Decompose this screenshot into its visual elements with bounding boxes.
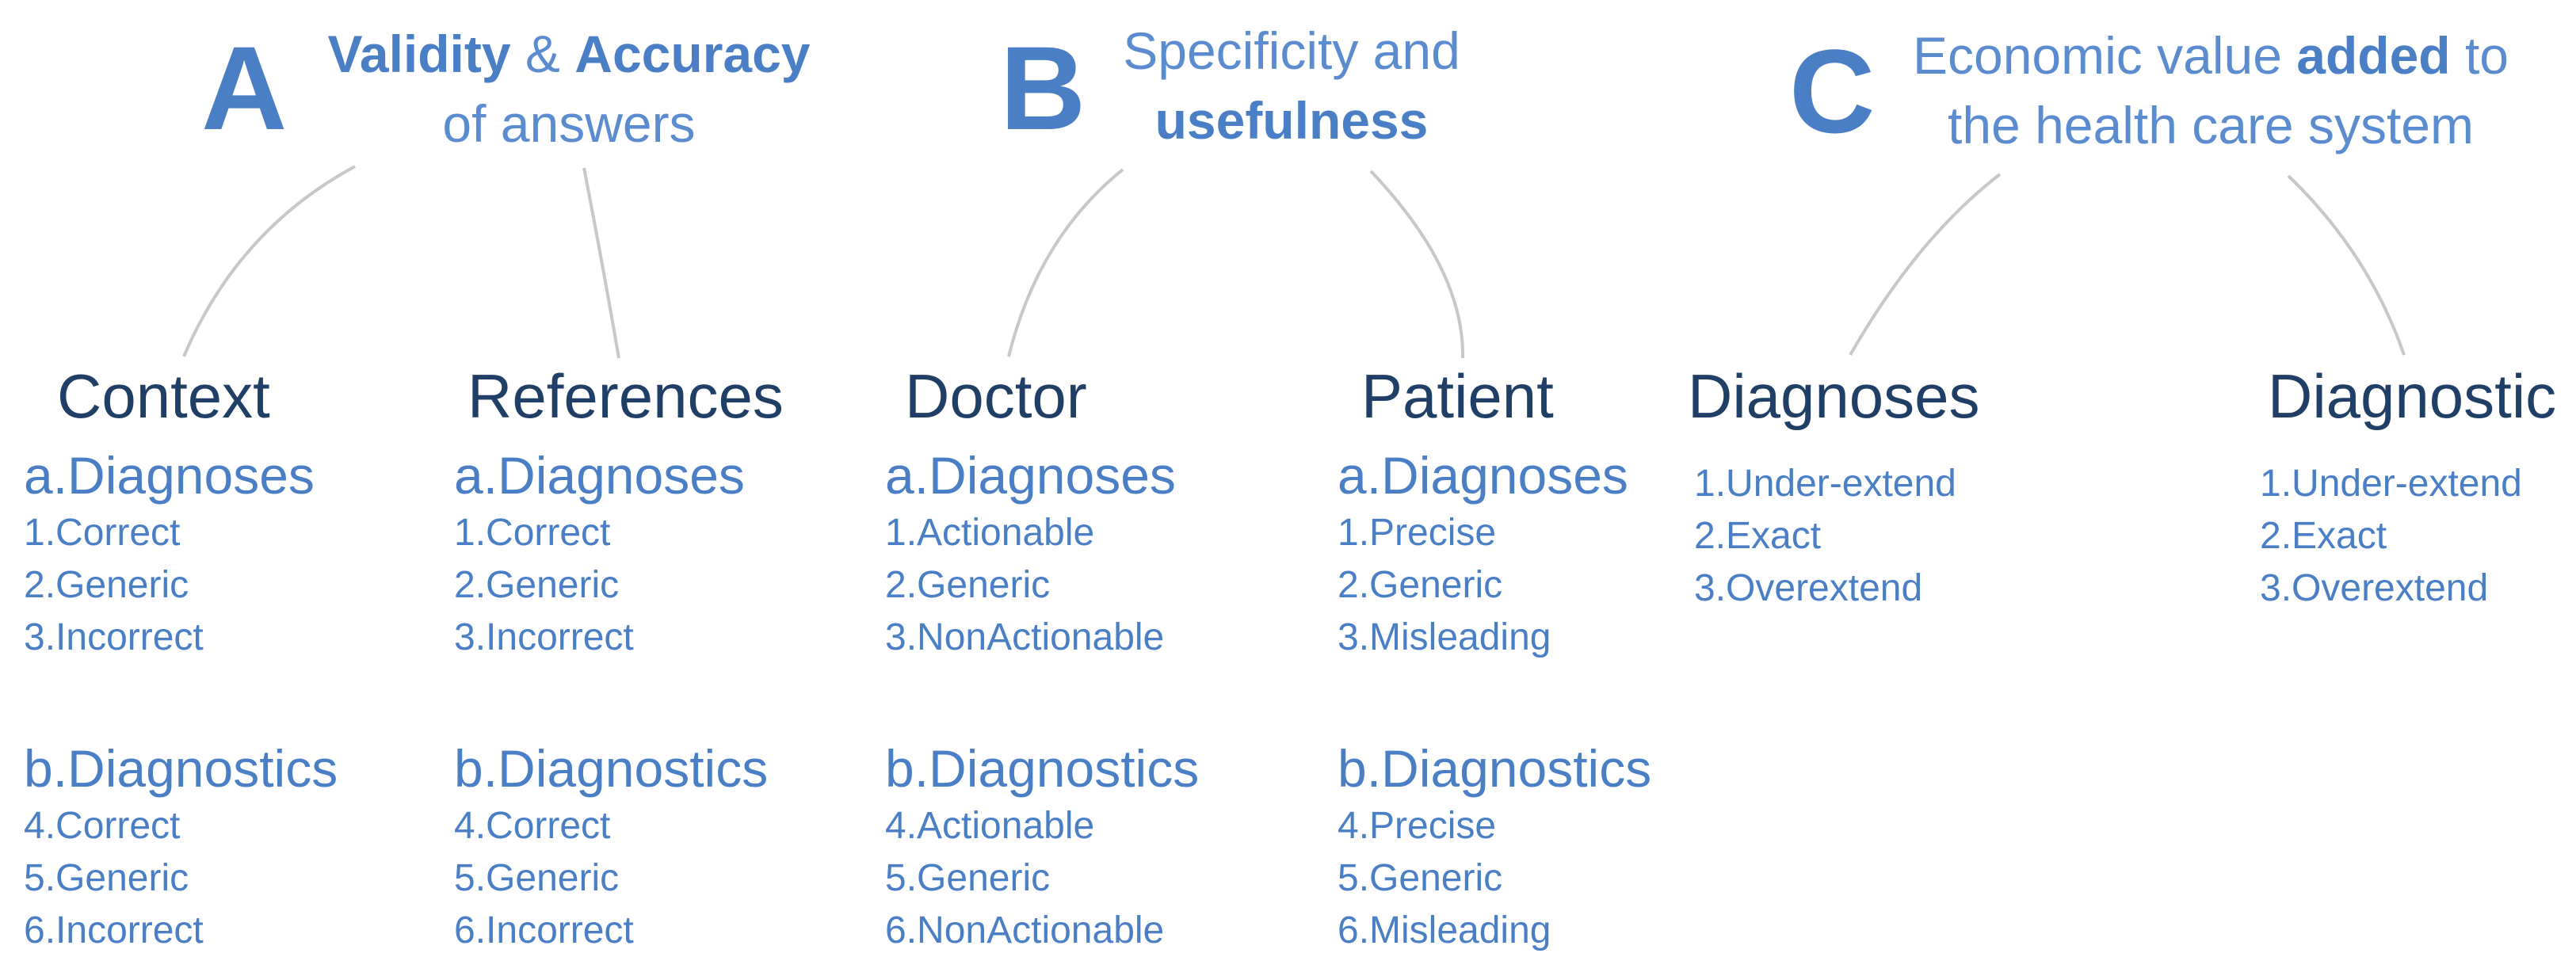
list-item: 1.Correct bbox=[24, 512, 181, 554]
connector-a-context bbox=[182, 165, 356, 357]
list-item: 6.Incorrect bbox=[24, 909, 204, 951]
list-item: 6.NonActionable bbox=[885, 909, 1165, 951]
column-context-group-a: a.Diagnoses 1.Correct 2.Generic 3.Incorr… bbox=[24, 444, 315, 664]
column-diagnostic: Diagnostic bbox=[2268, 360, 2556, 432]
list-item: 1.Precise bbox=[1338, 512, 1497, 554]
group-title: b.Diagnostics bbox=[454, 739, 769, 798]
column-diagnoses-list: 1.Under-extend 2.Exact 3.Overextend bbox=[1694, 458, 1956, 615]
section-b-title-line1: Specificity and bbox=[1123, 21, 1460, 80]
section-c-title-line2: the health care system bbox=[1948, 96, 2474, 154]
section-a-title: Validity & Accuracy of answers bbox=[309, 19, 829, 158]
list-item: 4.Actionable bbox=[885, 805, 1095, 847]
column-doctor-group-b: b.Diagnostics 4.Actionable 5.Generic 6.N… bbox=[885, 737, 1199, 957]
list-item: 2.Generic bbox=[24, 564, 189, 606]
connector-a-references bbox=[582, 167, 620, 359]
section-b-letter: B bbox=[1000, 21, 1086, 154]
list-item: 4.Precise bbox=[1338, 805, 1497, 847]
column-context: Context bbox=[24, 360, 270, 432]
group-title: b.Diagnostics bbox=[885, 739, 1200, 798]
column-title: Context bbox=[57, 361, 270, 431]
section-c-title-line1: Economic value added to bbox=[1913, 26, 2509, 85]
connector-b-patient bbox=[1369, 170, 1465, 359]
connector-c-diagnoses bbox=[1849, 173, 2002, 356]
list-item: 1.Under-extend bbox=[2260, 463, 2522, 505]
list-item: 3.Overextend bbox=[2260, 567, 2489, 609]
list-item: 1.Actionable bbox=[885, 512, 1095, 554]
group-title: a.Diagnoses bbox=[1338, 446, 1628, 505]
list-item: 2.Exact bbox=[2260, 515, 2387, 557]
list-item: 3.Overextend bbox=[1694, 567, 1923, 609]
column-context-group-b: b.Diagnostics 4.Correct 5.Generic 6.Inco… bbox=[24, 737, 338, 957]
list-item: 3.Incorrect bbox=[454, 616, 634, 658]
column-doctor: Doctor bbox=[905, 360, 1087, 432]
list-item: 5.Generic bbox=[885, 857, 1051, 899]
column-title: Diagnoses bbox=[1688, 361, 1980, 431]
group-title: b.Diagnostics bbox=[24, 739, 338, 798]
connector-b-doctor bbox=[1007, 168, 1124, 357]
column-references: References bbox=[467, 360, 784, 432]
column-patient: Patient bbox=[1361, 360, 1554, 432]
list-item: 3.Misleading bbox=[1338, 616, 1551, 658]
group-title: b.Diagnostics bbox=[1338, 739, 1652, 798]
group-title: a.Diagnoses bbox=[885, 446, 1176, 505]
column-title: References bbox=[467, 361, 784, 431]
list-item: 5.Generic bbox=[24, 857, 189, 899]
column-diagnoses: Diagnoses bbox=[1688, 360, 1980, 432]
section-a-letter: A bbox=[201, 21, 288, 154]
list-item: 2.Exact bbox=[1694, 515, 1822, 557]
column-patient-group-b: b.Diagnostics 4.Precise 5.Generic 6.Misl… bbox=[1338, 737, 1651, 957]
list-item: 2.Generic bbox=[454, 564, 620, 606]
column-patient-group-a: a.Diagnoses 1.Precise 2.Generic 3.Mislea… bbox=[1338, 444, 1628, 664]
list-item: 6.Incorrect bbox=[454, 909, 634, 951]
section-a-title-line1: Validity & Accuracy bbox=[327, 25, 811, 83]
list-item: 3.NonActionable bbox=[885, 616, 1165, 658]
column-title: Patient bbox=[1361, 361, 1554, 431]
list-item: 5.Generic bbox=[1338, 857, 1503, 899]
list-item: 1.Under-extend bbox=[1694, 463, 1956, 505]
column-diagnostic-list: 1.Under-extend 2.Exact 3.Overextend bbox=[2260, 458, 2522, 615]
column-references-group-b: b.Diagnostics 4.Correct 5.Generic 6.Inco… bbox=[454, 737, 768, 957]
section-a-title-line2: of answers bbox=[442, 94, 696, 153]
column-title: Doctor bbox=[905, 361, 1087, 431]
section-c-letter: C bbox=[1789, 25, 1876, 158]
group-title: a.Diagnoses bbox=[24, 446, 315, 505]
column-references-group-a: a.Diagnoses 1.Correct 2.Generic 3.Incorr… bbox=[454, 444, 745, 664]
list-item: 3.Incorrect bbox=[24, 616, 204, 658]
section-c-title: Economic value added to the health care … bbox=[1886, 21, 2536, 160]
section-b-title: Specificity and usefulness bbox=[1101, 16, 1482, 155]
list-item: 4.Correct bbox=[24, 805, 181, 847]
column-doctor-group-a: a.Diagnoses 1.Actionable 2.Generic 3.Non… bbox=[885, 444, 1176, 664]
list-item: 2.Generic bbox=[885, 564, 1051, 606]
section-b-title-line2: usefulness bbox=[1154, 91, 1429, 150]
list-item: 5.Generic bbox=[454, 857, 620, 899]
list-item: 2.Generic bbox=[1338, 564, 1503, 606]
connector-c-diagnostic bbox=[2287, 174, 2406, 356]
list-item: 1.Correct bbox=[454, 512, 611, 554]
column-title: Diagnostic bbox=[2268, 361, 2557, 431]
group-title: a.Diagnoses bbox=[454, 446, 745, 505]
list-item: 4.Correct bbox=[454, 805, 611, 847]
list-item: 6.Misleading bbox=[1338, 909, 1551, 951]
